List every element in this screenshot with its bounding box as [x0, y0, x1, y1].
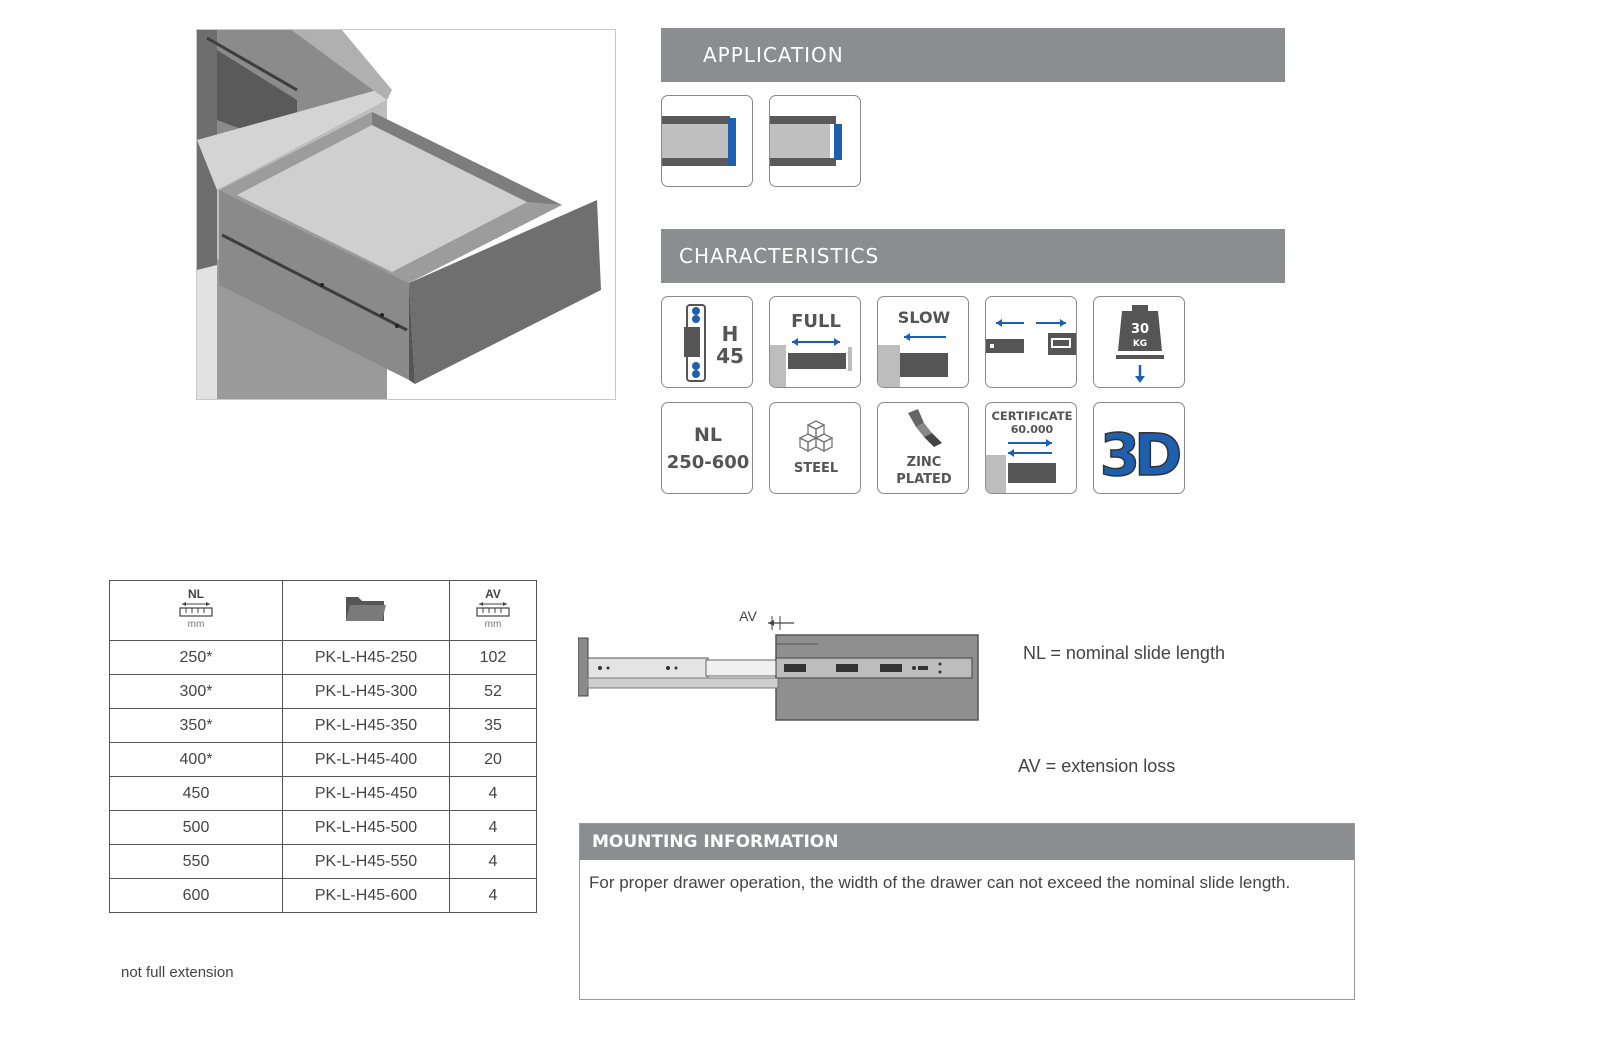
av-cell: 102	[449, 640, 537, 675]
nl-label: NL	[694, 424, 722, 446]
application-tile-left	[661, 95, 753, 187]
nl-cell: 350*	[109, 708, 283, 743]
characteristics-header: CHARACTERISTICS	[661, 229, 1285, 283]
load-unit: KG	[1133, 339, 1147, 349]
certificate-label: CERTIFICATE	[991, 409, 1072, 423]
nl-cell: 550	[109, 844, 283, 879]
3d-label: 3D	[1100, 421, 1180, 489]
nominal-length-icon: NL 250-600	[667, 424, 750, 473]
nominal-length-tile: NL 250-600	[661, 402, 753, 494]
article-cell: PK-L-H45-250	[282, 640, 450, 675]
article-cell: PK-L-H45-350	[282, 708, 450, 743]
av-cell: 52	[449, 674, 537, 709]
slide-side-mount-icon	[662, 116, 736, 166]
av-cell: 4	[449, 810, 537, 845]
ruler-icon: AV mm	[476, 587, 510, 630]
drawer-illustration	[197, 30, 601, 399]
load-value: 30	[1131, 322, 1149, 337]
slow-close-icon: SLOW	[878, 308, 951, 387]
nl-range: 250-600	[667, 452, 750, 473]
av-header-label: AV	[485, 587, 501, 601]
av-cell: 4	[449, 776, 537, 811]
mounting-information-header: MOUNTING INFORMATION	[580, 824, 1354, 860]
full-extension-icon: FULL	[770, 311, 852, 387]
nl-cell: 400*	[109, 742, 283, 777]
nl-header-label: NL	[188, 587, 204, 601]
certificate-icon: CERTIFICATE 60.000	[986, 409, 1073, 493]
av-column-header: AV mm	[449, 580, 537, 641]
zinc-label: ZINC	[907, 455, 942, 470]
footnote: not full extension	[121, 964, 234, 981]
nl-cell: 450	[109, 776, 283, 811]
certificate-tile: CERTIFICATE 60.000	[985, 402, 1077, 494]
slide-undermount-icon	[770, 116, 842, 166]
height-value: 45	[716, 344, 744, 368]
av-cell: 35	[449, 708, 537, 743]
diagram-av-label: AV	[739, 608, 757, 624]
legend-av: AV = extension loss	[1018, 756, 1176, 776]
nl-cell: 600	[109, 878, 283, 913]
mounting-information-text: For proper drawer operation, the width o…	[589, 873, 1291, 892]
article-cell: PK-L-H45-400	[282, 742, 450, 777]
article-cell: PK-L-H45-300	[282, 674, 450, 709]
mounting-information-box: MOUNTING INFORMATION For proper drawer o…	[579, 823, 1355, 1000]
certificate-cycles: 60.000	[1011, 423, 1054, 436]
application-title: APPLICATION	[703, 43, 844, 67]
av-cell: 4	[449, 844, 537, 879]
brush-icon: ZINC PLATED	[896, 409, 952, 487]
height-letter: H	[722, 322, 739, 346]
bracket-height-icon: H 45	[684, 304, 744, 382]
nl-cell: 250*	[109, 640, 283, 675]
application-header: APPLICATION	[661, 28, 1285, 82]
steel-label: STEEL	[794, 461, 838, 476]
plated-label: PLATED	[896, 472, 952, 487]
slide-length-table: NL mm AV	[109, 580, 537, 913]
application-tile-right	[769, 95, 861, 187]
mounting-information-title: MOUNTING INFORMATION	[592, 832, 839, 852]
ruler-icon: NL mm	[179, 587, 213, 630]
legend-nl: NL = nominal slide length	[1023, 643, 1225, 663]
load-capacity-tile: 30 KG	[1093, 296, 1185, 388]
nl-header-unit: mm	[188, 619, 205, 630]
nl-column-header: NL mm	[109, 580, 283, 641]
article-column-header	[282, 580, 450, 641]
nl-cell: 300*	[109, 674, 283, 709]
3d-icon: 3D	[1099, 420, 1184, 490]
weight-icon: 30 KG	[1116, 305, 1164, 383]
3d-adjustment-tile: 3D	[1093, 402, 1185, 494]
slide-side-view: AV	[577, 608, 979, 721]
removable-tile	[985, 296, 1077, 388]
folder-icon	[346, 597, 386, 621]
nl-cell: 500	[109, 810, 283, 845]
article-cell: PK-L-H45-450	[282, 776, 450, 811]
av-cell: 20	[449, 742, 537, 777]
detach-arrows-icon	[986, 319, 1076, 355]
table-header-row: NL mm AV	[109, 580, 537, 641]
soft-close-tile: SLOW	[877, 296, 969, 388]
slow-label: SLOW	[898, 308, 951, 327]
article-cell: PK-L-H45-550	[282, 844, 450, 879]
article-cell: PK-L-H45-500	[282, 810, 450, 845]
product-image	[196, 29, 616, 400]
av-header-unit: mm	[485, 619, 502, 630]
characteristics-title: CHARACTERISTICS	[679, 244, 880, 268]
slide-diagram: AV	[577, 600, 980, 724]
zinc-plated-tile: ZINC PLATED	[877, 402, 969, 494]
full-label: FULL	[791, 311, 841, 332]
steel-tile: STEEL	[769, 402, 861, 494]
steel-cubes-icon: STEEL	[794, 420, 838, 476]
article-cell: PK-L-H45-600	[282, 878, 450, 913]
height-tile: H 45	[661, 296, 753, 388]
av-cell: 4	[449, 878, 537, 913]
full-extension-tile: FULL	[769, 296, 861, 388]
